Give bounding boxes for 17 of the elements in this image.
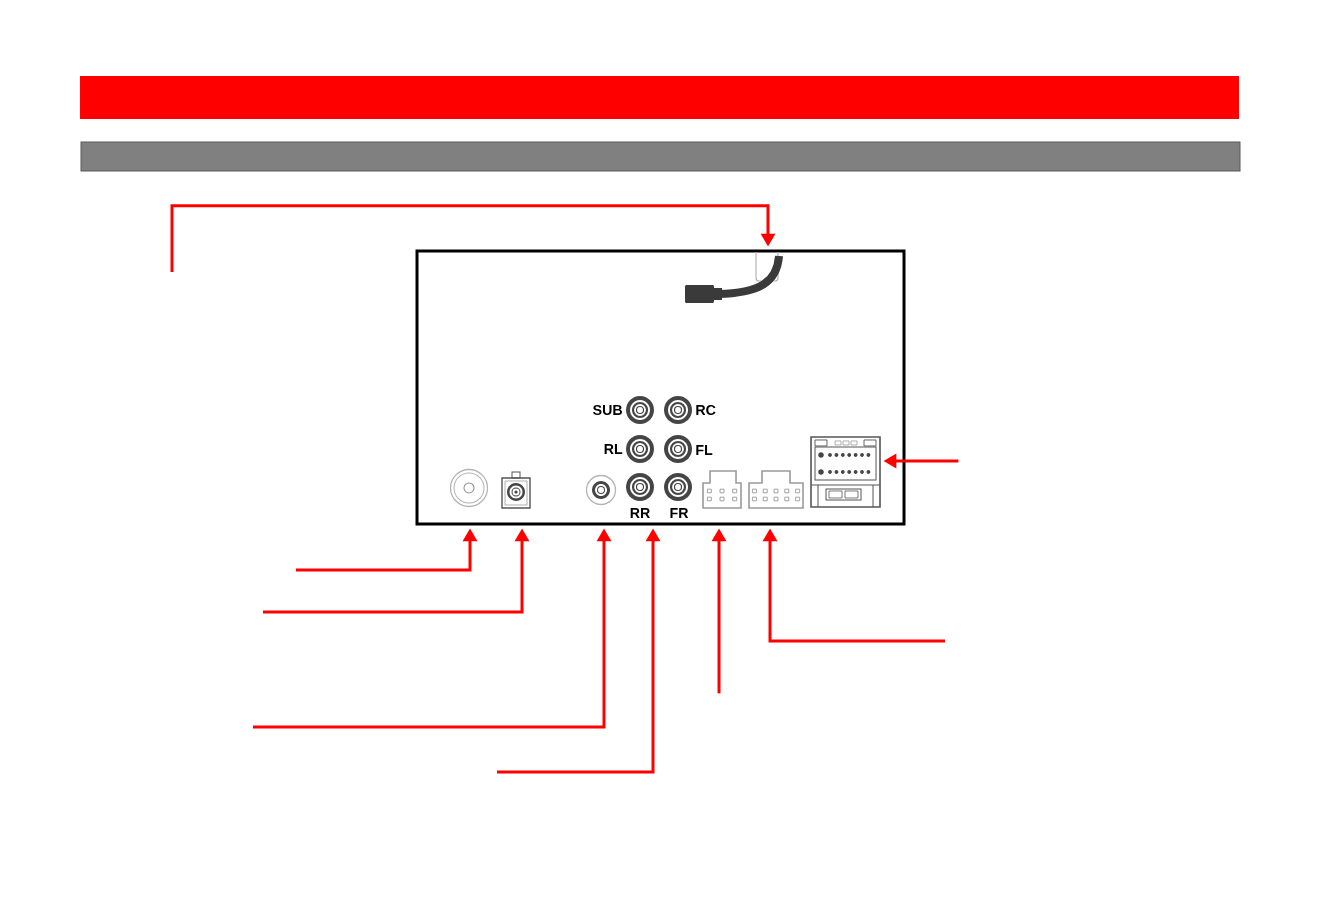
audio-jack <box>585 474 617 506</box>
plug-connector <box>748 470 804 509</box>
jack-label: RC <box>696 404 716 415</box>
section-band <box>80 141 1241 172</box>
jack-label: FR <box>670 508 689 518</box>
jack-label: FL <box>696 445 713 455</box>
header-band <box>80 76 1239 119</box>
plug-connector <box>702 470 742 509</box>
jack-label: SUB <box>593 404 622 415</box>
rear-panel <box>415 249 906 526</box>
leader-arrow <box>170 204 776 272</box>
jack-label: RL <box>604 444 623 454</box>
round-socket <box>449 468 489 508</box>
jack-label: RR <box>630 508 650 518</box>
cable-plug <box>685 251 783 303</box>
harness-connector <box>810 436 881 508</box>
square-socket <box>501 471 531 509</box>
